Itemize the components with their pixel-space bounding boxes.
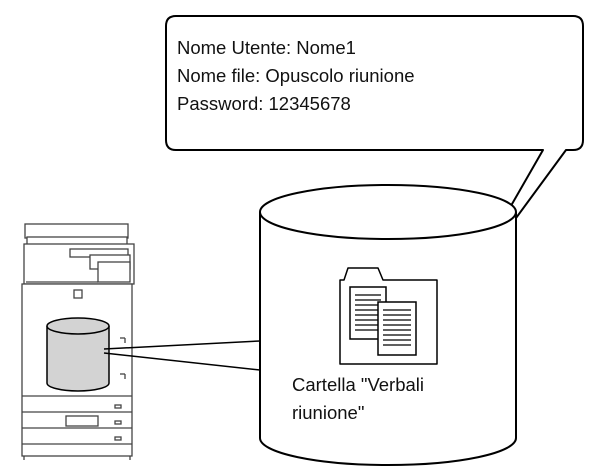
storage-cylinder [46,317,110,392]
large-cylinder-top [259,184,517,240]
document-front-lines [383,309,411,346]
folder-label-line1: Cartella "Verbali [292,374,425,395]
callout-user-name: Nome Utente: Nome1 [177,37,356,58]
document-back-lines [355,294,381,331]
printer-power-icon [73,289,83,299]
folder-label: Cartella "Verbali riunione" [292,371,492,427]
callout-password: Password: 12345678 [177,93,351,114]
document-front-icon [377,301,417,356]
callout-text-block: Nome Utente: Nome1 Nome file: Opuscolo r… [177,34,557,118]
callout-file-name: Nome file: Opuscolo riunione [177,65,415,86]
folder-label-line2: riunione" [292,402,365,423]
folder-documents-icon [339,267,438,365]
connector-lines [103,340,261,371]
